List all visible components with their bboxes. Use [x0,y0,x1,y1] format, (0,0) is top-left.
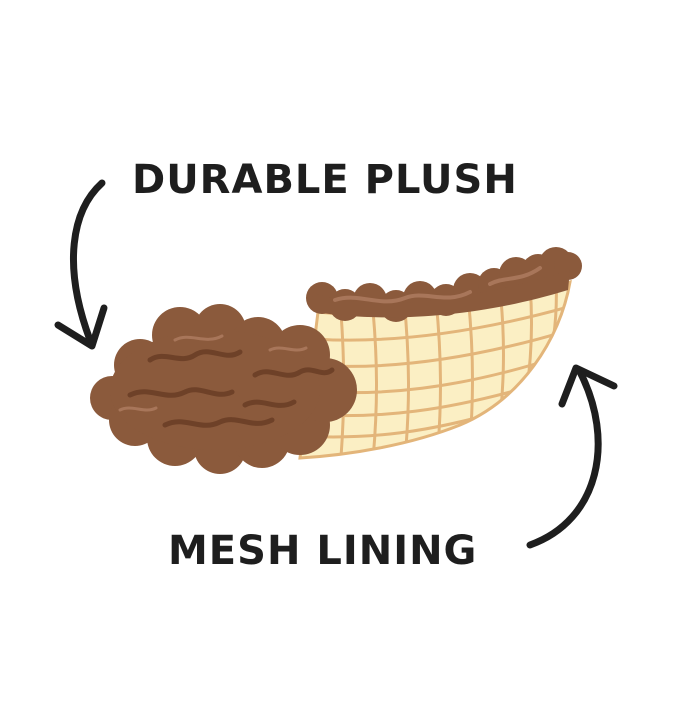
mesh-lining-label: MESH LINING [168,528,478,574]
curved-arrow-up-icon [526,364,618,549]
plush-rim-illustration [306,247,582,322]
curved-arrow-down-icon [54,179,108,350]
durable-plush-label: DURABLE PLUSH [132,157,518,203]
durable-plush-illustration [90,304,357,474]
